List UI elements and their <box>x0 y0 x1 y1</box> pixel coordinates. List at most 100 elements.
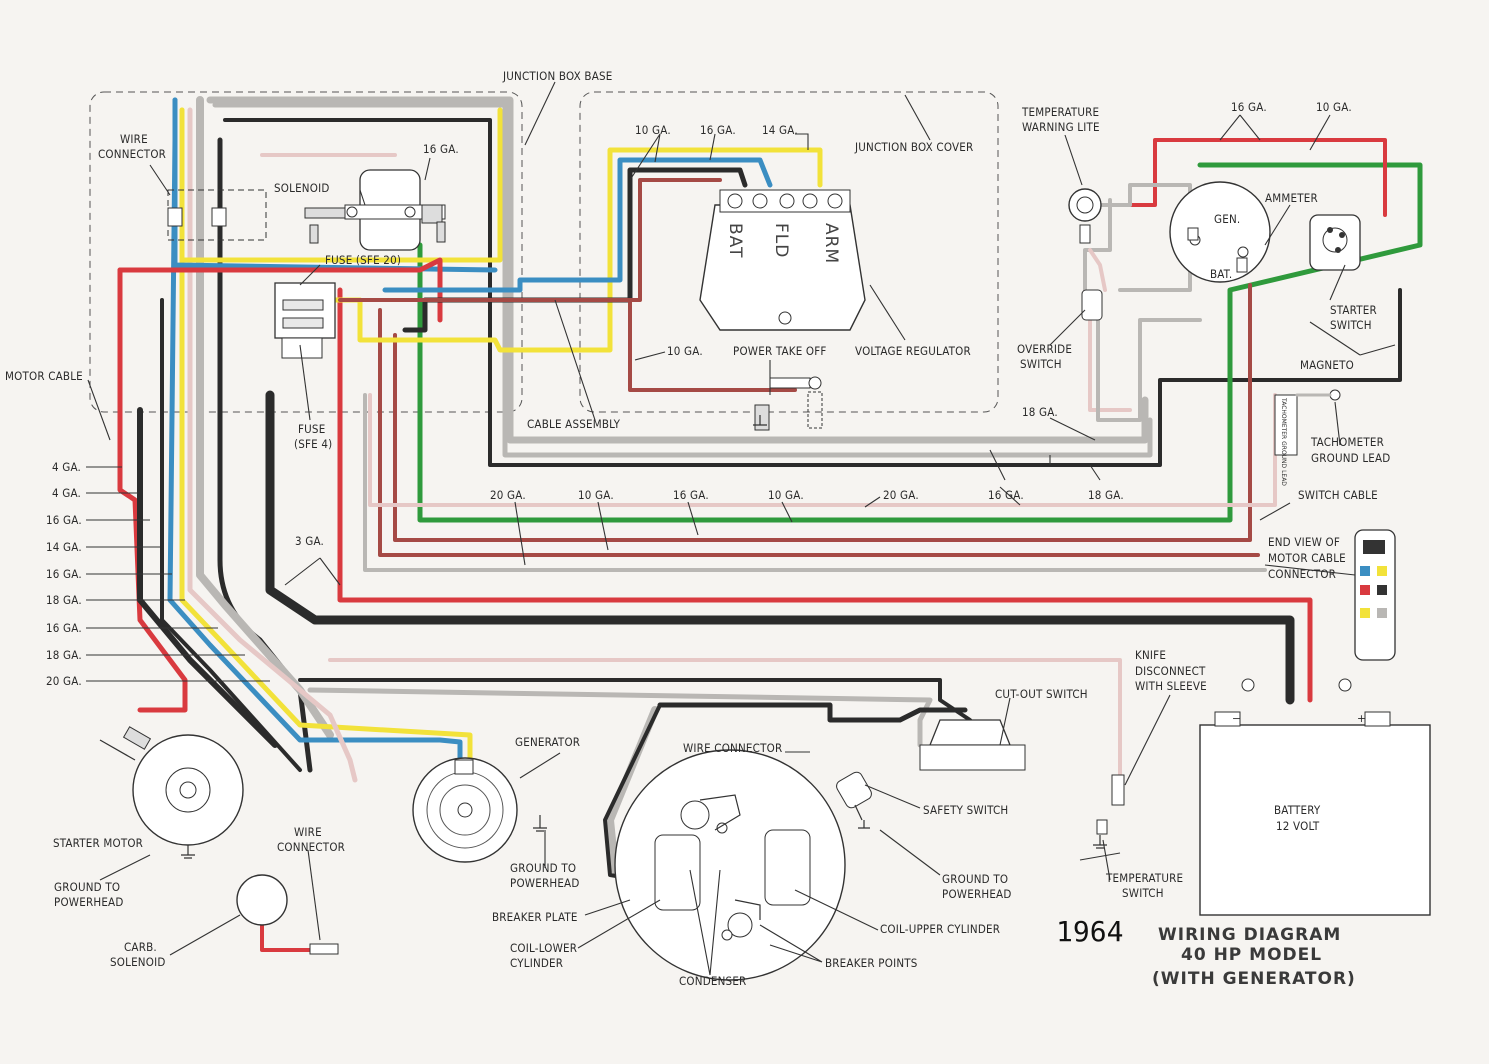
left-gauge-label: 16 GA. <box>46 621 82 635</box>
label-temp-warning-2: WARNING LITE <box>1022 120 1100 134</box>
motor-cable-connector-end-view <box>1354 529 1396 661</box>
safety-switch <box>836 771 872 821</box>
label-starter-motor: STARTER MOTOR <box>53 836 143 850</box>
junction-wiring <box>117 97 1387 422</box>
label-magneto: MAGNETO <box>1300 358 1354 372</box>
label-ground-gen-2: POWERHEAD <box>510 876 580 890</box>
label-ground-left-2: POWERHEAD <box>54 895 124 909</box>
label-cut-out-switch: CUT-OUT SWITCH <box>995 687 1088 701</box>
left-gauge-label: 16 GA. <box>46 513 82 527</box>
label-bat: BAT. <box>1210 267 1232 281</box>
battery-negative-sign: − <box>1232 713 1241 725</box>
gauge-18b: 18 GA. <box>1088 488 1124 502</box>
fuse-block <box>274 282 336 359</box>
label-condenser: CONDENSER <box>679 974 746 988</box>
left-gauge-ticks <box>86 466 270 682</box>
gauge-14a: 14 GA. <box>762 123 798 137</box>
ground-symbols <box>181 415 1107 859</box>
gauge-16a: 16 GA. <box>423 142 459 156</box>
label-end-view-3: CONNECTOR <box>1268 567 1336 581</box>
gauge-16c: 16 GA. <box>1231 100 1267 114</box>
label-temp-switch-1: TEMPERATURE <box>1105 871 1183 885</box>
left-gauge-label: 14 GA. <box>46 540 82 554</box>
label-ground-mid-1: GROUND TO <box>942 872 1008 886</box>
label-knife-2: DISCONNECT <box>1135 664 1206 678</box>
battery <box>1199 678 1431 916</box>
label-ground-left-1: GROUND TO <box>54 880 120 894</box>
label-carb-2: SOLENOID <box>110 955 166 969</box>
knife-disconnect <box>1096 774 1125 835</box>
label-fuse-sfe4-1: FUSE <box>298 422 325 436</box>
left-gauge-label: 18 GA. <box>46 648 82 662</box>
gauge-10b: 10 GA. <box>667 344 703 358</box>
label-switch-cable: SWITCH CABLE <box>1298 488 1378 502</box>
label-motor-cable: MOTOR CABLE <box>5 369 83 383</box>
label-end-view-2: MOTOR CABLE <box>1268 551 1346 565</box>
label-wire-conn-bottom-2: CONNECTOR <box>277 840 345 854</box>
gauge-16d: 16 GA. <box>673 488 709 502</box>
label-ground-mid-2: POWERHEAD <box>942 887 1012 901</box>
gauge-3: 3 GA. <box>295 534 324 548</box>
gauge-16b: 16 GA. <box>700 123 736 137</box>
label-ground-gen-1: GROUND TO <box>510 861 576 875</box>
override-switch <box>1081 289 1103 321</box>
junction-box-cover-outline <box>579 91 999 413</box>
label-generator: GENERATOR <box>515 735 580 749</box>
motor-cable-bundle <box>117 96 1423 792</box>
title-line-3: (WITH GENERATOR) <box>1152 969 1356 989</box>
label-temp-switch-2: SWITCH <box>1122 886 1164 900</box>
gauge-10e: 10 GA. <box>768 488 804 502</box>
label-override-1: OVERRIDE <box>1017 342 1072 356</box>
title-year: 1964 <box>1056 915 1123 948</box>
cut-out-switch <box>919 719 1026 771</box>
solenoid <box>304 169 446 251</box>
label-wire-connector-top-1: WIRE <box>120 132 148 146</box>
gauge-20c: 20 GA. <box>883 488 919 502</box>
left-gauge-label: 16 GA. <box>46 567 82 581</box>
label-ammeter: AMMETER <box>1265 191 1318 205</box>
label-fuse-sfe20: FUSE (SFE 20) <box>325 253 401 267</box>
left-gauge-label: 20 GA. <box>46 674 82 688</box>
label-end-view-1: END VIEW OF <box>1268 535 1340 549</box>
label-tach-2: GROUND LEAD <box>1311 451 1390 465</box>
label-gen: GEN. <box>1214 212 1240 226</box>
ammeter <box>1169 181 1271 283</box>
label-power-take-off: POWER TAKE OFF <box>733 344 827 358</box>
label-coil-lower-1: COIL-LOWER <box>510 941 577 955</box>
gauge-10a: 10 GA. <box>635 123 671 137</box>
label-solenoid: SOLENOID <box>274 181 330 195</box>
gauge-10c: 10 GA. <box>1316 100 1352 114</box>
breaker-plate <box>614 749 846 981</box>
label-temp-warning-1: TEMPERATURE <box>1021 105 1099 119</box>
gauge-16e: 16 GA. <box>988 488 1024 502</box>
label-knife-3: WITH SLEEVE <box>1135 679 1207 693</box>
reg-arm-label: ARM <box>821 223 841 264</box>
left-gauge-label: 4 GA. <box>52 486 81 500</box>
label-safety-switch: SAFETY SWITCH <box>923 803 1008 817</box>
reg-bat-label: BAT <box>725 223 745 258</box>
label-tach-1: TACHOMETER <box>1310 435 1384 449</box>
label-override-2: SWITCH <box>1020 357 1062 371</box>
label-voltage-regulator: VOLTAGE REGULATOR <box>855 344 971 358</box>
tach-lead-tag: TACHOMETER GROUND LEAD <box>1280 397 1287 486</box>
label-junction-box-cover: JUNCTION BOX COVER <box>854 140 973 154</box>
label-starter-switch-1: STARTER <box>1330 303 1377 317</box>
gauge-10d: 10 GA. <box>578 488 614 502</box>
wire-connector-top <box>167 189 267 241</box>
generator <box>412 757 518 863</box>
gauge-20b: 20 GA. <box>490 488 526 502</box>
junction-box-base-outline <box>89 91 523 413</box>
power-take-off <box>754 376 823 431</box>
label-coil-upper: COIL-UPPER CYLINDER <box>880 922 1000 936</box>
gauge-18a: 18 GA. <box>1022 405 1058 419</box>
label-knife-1: KNIFE <box>1135 648 1166 662</box>
label-fuse-sfe4-2: (SFE 4) <box>294 437 332 451</box>
label-battery-1: BATTERY <box>1274 803 1321 817</box>
tachometer-ground-lead <box>1274 389 1341 456</box>
label-breaker-plate: BREAKER PLATE <box>492 910 578 924</box>
label-carb-1: CARB. <box>124 940 157 954</box>
label-wire-connector-top-2: CONNECTOR <box>98 147 166 161</box>
label-wire-conn-bottom-1: WIRE <box>294 825 322 839</box>
